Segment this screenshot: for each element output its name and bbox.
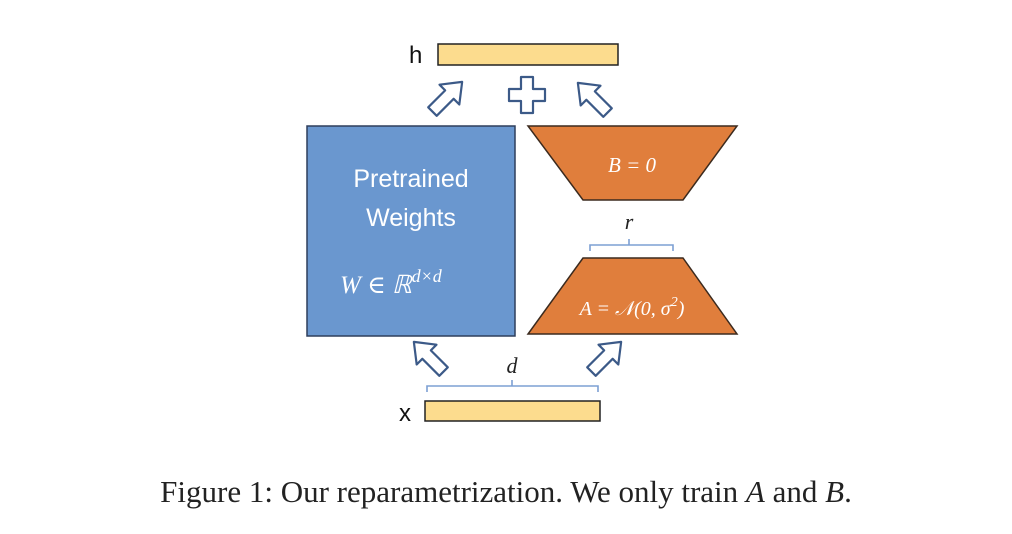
output-label: h [409, 42, 422, 69]
caption-var-a: A [745, 474, 765, 509]
caption-var-b: B [825, 474, 845, 509]
arrow-from-x-left-icon [412, 340, 449, 377]
caption-prefix: Figure 1: Our reparametrization. We only… [160, 474, 746, 509]
matrix-b-label: B = 0 [608, 153, 656, 177]
dimension-label: d [507, 353, 519, 378]
caption-suffix: . [844, 474, 852, 509]
arrow-up-right-icon [427, 80, 464, 117]
rank-brace [589, 239, 674, 251]
matrix-a-trapezoid [526, 257, 739, 335]
pretrained-title-line1: Pretrained [353, 165, 468, 193]
rank-label: r [625, 209, 634, 234]
input-label: x [399, 400, 411, 427]
matrix-b-trapezoid [526, 125, 739, 201]
matrix-a-label: A = 𝒩(0, σ2) [578, 295, 685, 320]
plus-icon [507, 75, 547, 115]
input-vector-x [424, 400, 601, 422]
output-vector-h [437, 43, 619, 66]
pretrained-math-exp: d×d [412, 266, 443, 286]
matrix-a-label-suffix: ) [677, 298, 685, 320]
arrow-from-x-right-icon [586, 340, 623, 377]
matrix-a-label-exp: 2 [671, 295, 678, 310]
dimension-brace [426, 380, 599, 392]
figure-caption: Figure 1: Our reparametrization. We only… [0, 474, 1012, 510]
pretrained-math: W ∈ ℝd×d [340, 266, 443, 299]
pretrained-title-line2: Weights [366, 204, 456, 232]
caption-middle: and [764, 474, 826, 509]
pretrained-math-prefix: W ∈ ℝ [340, 272, 413, 299]
arrow-up-left-icon [576, 81, 613, 118]
pretrained-weights-block [306, 125, 516, 337]
matrix-a-label-prefix: A = 𝒩(0, σ [578, 298, 672, 320]
